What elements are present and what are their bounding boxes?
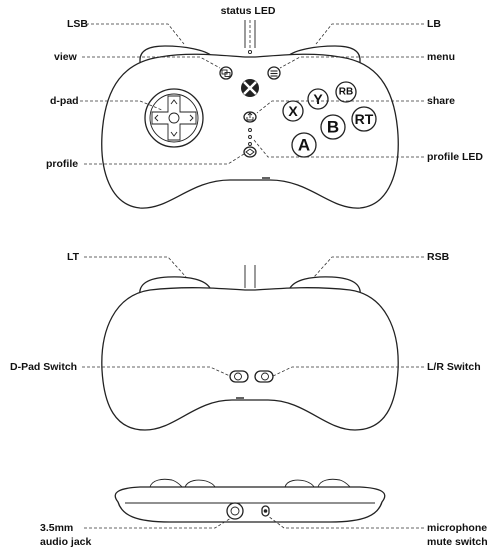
rb-button[interactable]: RB <box>335 81 357 103</box>
bottom-left-bumper <box>149 478 183 488</box>
y-button[interactable]: Y <box>307 88 329 110</box>
x-button-label: X <box>288 103 298 119</box>
callout-lt: LT <box>67 251 80 263</box>
status-led <box>247 49 253 55</box>
a-button-label: A <box>298 136 310 155</box>
front-view: X Y RB A B RT <box>101 20 399 209</box>
b-button-label: B <box>327 118 339 137</box>
rt-button[interactable]: RT <box>351 106 377 132</box>
bottom-callouts: 3.5mm audio jack microphone mute switch <box>40 515 488 548</box>
controller-body-bottom <box>114 486 386 523</box>
callout-status-led: status LED <box>221 5 276 17</box>
bottom-right-bumper <box>317 478 351 488</box>
callout-profile: profile <box>46 158 78 170</box>
callout-lr-switch: L/R Switch <box>427 361 481 373</box>
callout-view: view <box>54 51 78 63</box>
bottom-left-trigger <box>184 479 216 488</box>
menu-button[interactable] <box>267 66 281 80</box>
callout-profile-led: profile LED <box>427 151 483 163</box>
callout-mic-mute-line2: mute switch <box>427 536 488 548</box>
callout-menu: menu <box>427 51 455 63</box>
back-view <box>101 265 399 431</box>
callout-lb: LB <box>427 18 441 30</box>
lr-switch[interactable] <box>254 370 274 383</box>
callout-audio-jack-line1: 3.5mm <box>40 522 73 534</box>
profile-led-3 <box>248 142 252 146</box>
profile-led-2 <box>248 135 252 139</box>
bottom-right-trigger <box>284 479 315 488</box>
y-button-label: Y <box>313 91 323 107</box>
share-button[interactable] <box>243 111 257 123</box>
a-button[interactable]: A <box>291 132 317 158</box>
audio-jack[interactable] <box>226 502 244 520</box>
rb-button-label: RB <box>339 87 353 98</box>
rt-button-label: RT <box>355 111 374 127</box>
back-callouts: LT RSB D-Pad Switch L/R Switch <box>10 251 481 377</box>
front-callouts: status LED LSB LB view menu d-pad share … <box>46 5 483 170</box>
view-button[interactable] <box>219 66 233 80</box>
callout-rsb: RSB <box>427 251 450 263</box>
menu-icon <box>270 70 278 77</box>
callout-audio-jack-line2: audio jack <box>40 536 92 548</box>
dpad-switch[interactable] <box>229 370 249 383</box>
back-cable <box>244 265 256 288</box>
callout-dpad: d-pad <box>50 95 79 107</box>
cable <box>244 20 256 48</box>
callout-share: share <box>427 95 455 107</box>
callout-dpad-switch: D-Pad Switch <box>10 361 77 373</box>
profile-button[interactable] <box>243 146 257 158</box>
view-icon <box>221 69 231 77</box>
mic-mute-switch[interactable] <box>261 505 270 517</box>
x-button[interactable]: X <box>282 100 304 122</box>
callout-lsb: LSB <box>67 18 88 30</box>
dpad[interactable] <box>144 88 204 148</box>
share-icon <box>246 112 254 121</box>
controller-body-back <box>101 287 399 431</box>
xbox-logo-icon <box>241 79 259 97</box>
bottom-view <box>114 478 386 523</box>
profile-icon <box>245 148 255 156</box>
callout-mic-mute-line1: microphone <box>427 522 487 534</box>
b-button[interactable]: B <box>320 114 346 140</box>
profile-led-1 <box>248 128 252 132</box>
